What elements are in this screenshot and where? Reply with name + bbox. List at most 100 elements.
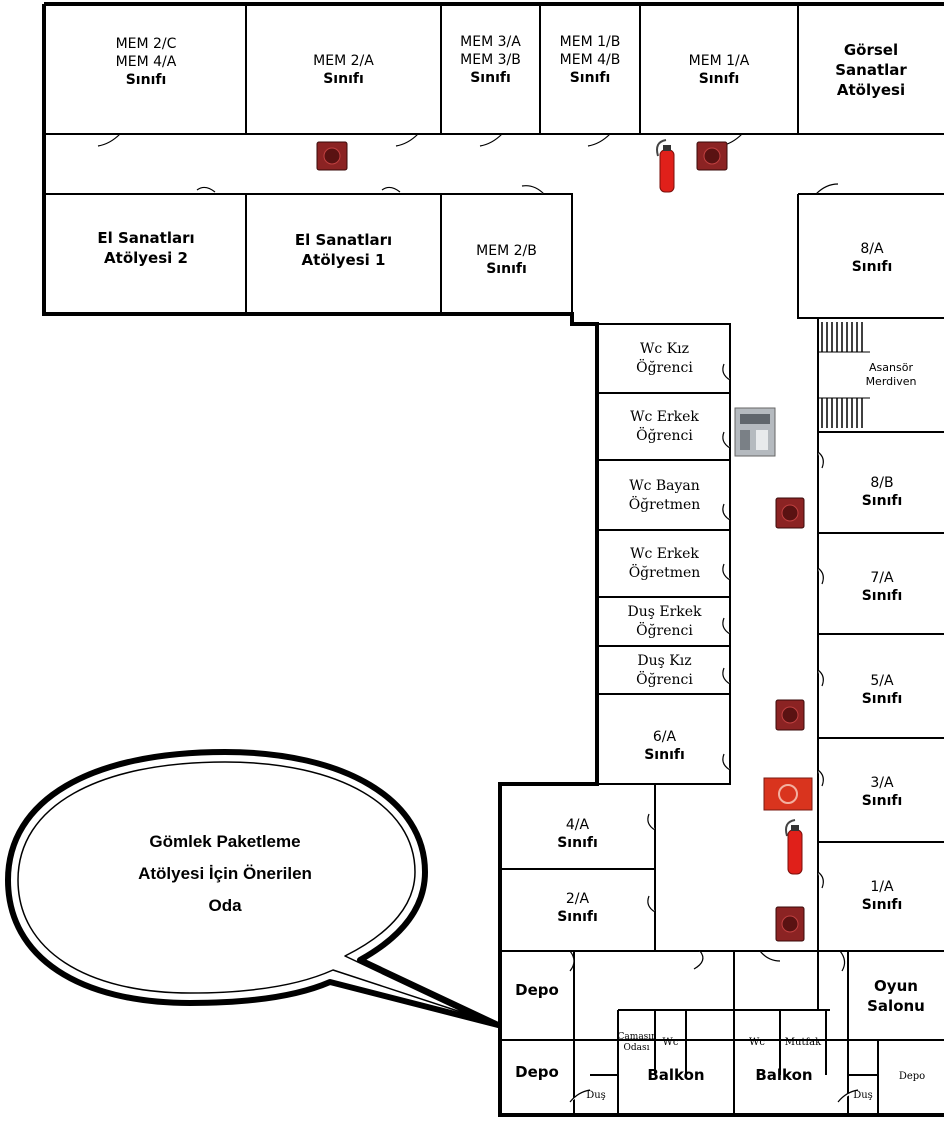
room-label: Duş	[586, 1090, 606, 1101]
fire-alarm-icon	[696, 141, 728, 171]
fire-alarm-icon	[775, 699, 805, 731]
room-label: Sınıfı	[851, 259, 893, 275]
room-mem3a: MEM 3/A MEM 3/B Sınıfı	[441, 20, 540, 100]
room-depo-lower: Depo	[500, 1042, 574, 1102]
room-mem1a: MEM 1/A Sınıfı	[640, 40, 798, 100]
room-wc-erkek-ogretmen: Wc Erkek Öğretmen	[599, 531, 730, 597]
interior-walls	[44, 4, 944, 1115]
callout-line: Gömlek Paketleme	[149, 832, 301, 851]
room-label: 8/B	[870, 475, 894, 491]
room-mem2b: MEM 2/B Sınıfı	[441, 230, 572, 290]
room-label: 8/A	[860, 241, 884, 257]
room-camasir-odasi: Çamaşır Odası	[617, 1012, 656, 1074]
room-label: Atölyesi 2	[104, 249, 188, 267]
room-mutfak: Mutfak	[780, 1012, 826, 1074]
room-1a: 1/A Sınıfı	[820, 866, 944, 926]
fire-extinguisher-icon	[785, 819, 803, 875]
room-label: Öğretmen	[628, 497, 701, 513]
room-mem2c: MEM 2/C MEM 4/A Sınıfı	[46, 22, 246, 102]
room-8b: 8/B Sınıfı	[820, 462, 944, 522]
speech-bubble	[5, 749, 501, 1028]
room-label: MEM 3/A	[460, 34, 521, 50]
room-asansor-merdiven: Asansör Merdiven	[838, 353, 944, 397]
room-label: El Sanatları	[97, 229, 195, 247]
room-label: El Sanatları	[294, 231, 393, 249]
room-label: Sınıfı	[569, 70, 611, 86]
room-label: Wc Erkek	[630, 546, 699, 562]
room-label: Sınıfı	[470, 70, 511, 86]
room-label: Wc	[662, 1037, 679, 1048]
room-label: Merdiven	[865, 375, 917, 388]
room-4a: 4/A Sınıfı	[500, 804, 655, 864]
room-label: Balkon	[647, 1066, 705, 1084]
room-dus-right: Duş	[848, 1080, 878, 1112]
room-balkon-left: Balkon	[618, 1050, 734, 1100]
fire-hose-cabinet-icon	[763, 777, 813, 811]
room-label: Salonu	[867, 997, 925, 1015]
room-wc-bayan-ogretmen: Wc Bayan Öğretmen	[599, 462, 730, 530]
room-label: Asansör	[869, 361, 913, 374]
room-gorsel-sanatlar: Görsel Sanatlar Atölyesi	[798, 30, 944, 110]
room-label: Öğrenci	[636, 623, 693, 639]
room-label: MEM 4/A	[115, 54, 177, 70]
room-label: Atölyesi	[836, 81, 906, 99]
room-label: 2/A	[565, 891, 590, 907]
room-label: Öğrenci	[636, 360, 693, 376]
room-mem1b: MEM 1/B MEM 4/B Sınıfı	[540, 20, 640, 100]
room-label: Sınıfı	[861, 691, 903, 707]
room-mem2a: MEM 2/A Sınıfı	[246, 40, 441, 100]
room-label: Sanatlar	[835, 61, 907, 79]
room-label: Mutfak	[784, 1037, 822, 1048]
room-label: Wc Bayan	[629, 478, 700, 494]
room-2a: 2/A Sınıfı	[500, 878, 655, 938]
room-el-sanatlari-2: El Sanatları Atölyesi 2	[46, 218, 246, 278]
room-label: Wc Kız	[640, 341, 689, 357]
room-8a: 8/A Sınıfı	[800, 228, 944, 288]
room-label: Sınıfı	[557, 835, 598, 851]
room-dus-left: Duş	[576, 1080, 616, 1112]
callout-line: Oda	[208, 896, 242, 915]
room-label: 5/A	[870, 673, 894, 689]
room-label: Öğrenci	[636, 671, 693, 688]
callout-text: Gömlek Paketleme Atölyesi İçin Önerilen …	[80, 826, 370, 922]
room-label: Sınıfı	[486, 261, 527, 277]
room-label: Duş	[853, 1090, 873, 1101]
room-label: Odası	[623, 1043, 650, 1053]
room-label: Sınıfı	[861, 493, 903, 509]
fire-alarm-icon	[775, 497, 805, 529]
room-label: Görsel	[843, 41, 899, 59]
fire-alarm-icon	[316, 141, 348, 171]
room-label: Sınıfı	[644, 747, 685, 763]
room-depo-right: Depo	[880, 1052, 944, 1102]
room-label: MEM 2/B	[476, 243, 537, 259]
room-label: 7/A	[870, 570, 894, 586]
room-label: Sınıfı	[861, 793, 903, 809]
door-swings	[97, 133, 859, 1103]
room-label: Wc Erkek	[630, 409, 699, 425]
room-label: Öğrenci	[636, 428, 693, 444]
stairs-icon	[818, 322, 870, 428]
room-label: 3/A	[870, 775, 894, 791]
room-label: Çamaşır	[617, 1032, 656, 1042]
fire-extinguisher-icon	[656, 139, 675, 193]
room-dus-erkek-ogrenci: Duş Erkek Öğrenci	[599, 598, 730, 646]
room-label: Sınıfı	[861, 897, 903, 913]
room-oyun-salonu: Oyun Salonu	[848, 966, 944, 1026]
room-balkon-right: Balkon	[734, 1050, 834, 1100]
room-wc-right: Wc	[734, 1012, 780, 1074]
room-label: Öğretmen	[628, 565, 701, 581]
room-label: Sınıfı	[323, 71, 364, 87]
room-label: MEM 3/B	[460, 52, 521, 68]
room-label: Depo	[515, 981, 559, 999]
room-wc-kiz-ogrenci: Wc Kız Öğrenci	[599, 326, 730, 392]
room-el-sanatlari-1: El Sanatları Atölyesi 1	[246, 220, 441, 280]
room-label: MEM 1/A	[688, 53, 750, 69]
room-label: Atölyesi 1	[301, 251, 386, 269]
room-label: MEM 4/B	[559, 52, 621, 68]
room-label: Wc	[749, 1037, 765, 1048]
room-label: Depo	[515, 1063, 559, 1081]
room-label: Balkon	[755, 1066, 813, 1084]
room-label: Duş Kız	[637, 652, 692, 669]
room-label: MEM 2/A	[313, 53, 374, 69]
